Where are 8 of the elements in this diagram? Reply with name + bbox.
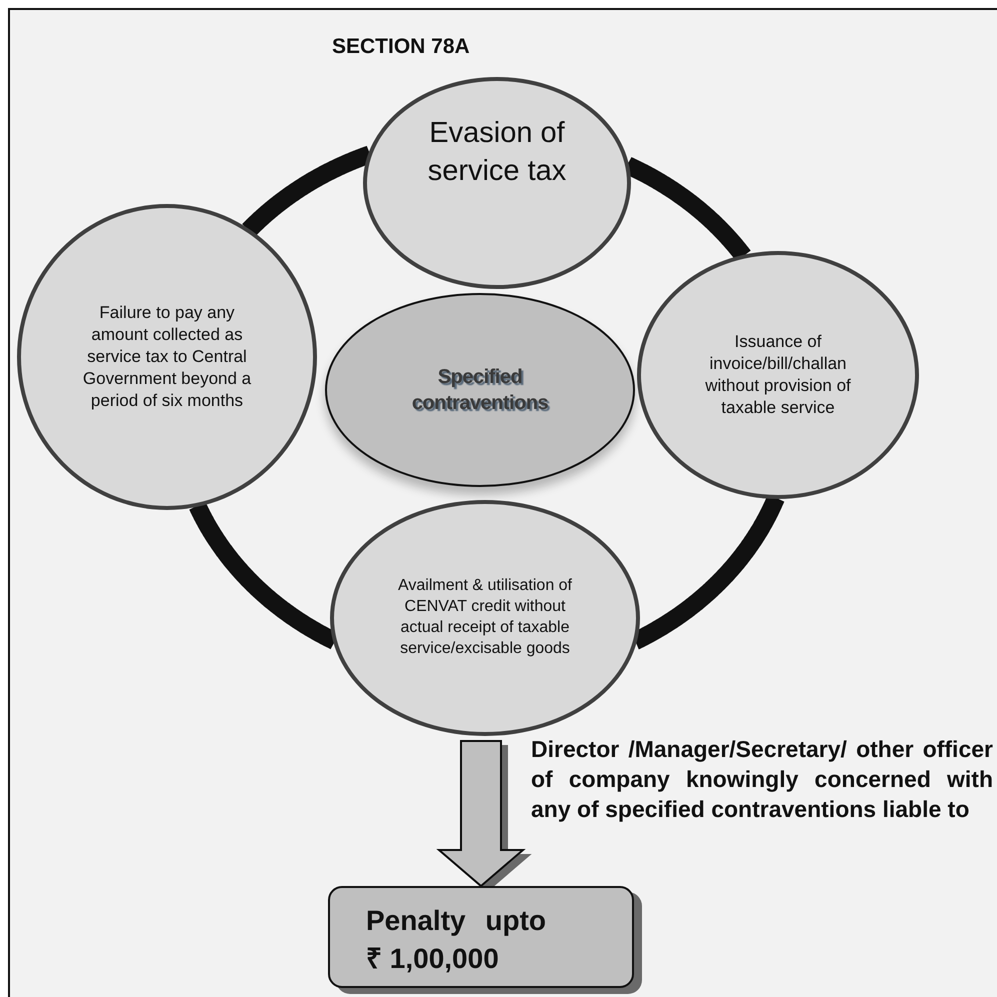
title: SECTION 78A [332, 35, 470, 59]
node-text: Specified contraventions [410, 365, 550, 416]
node-text: Failure to pay any amount collected as service tax to Central Government beyond a period of six months [82, 302, 252, 412]
node-text: Issuance of invoice/bill/challan without provision of taxable service [704, 330, 852, 420]
node-text: Availment & utilisation of CENVAT credit without actual receipt of taxable service/excisable goods [396, 576, 573, 659]
block-arrow [436, 740, 526, 888]
penalty-text: Penalty upto ₹ 1,00,000 [366, 904, 546, 976]
node-text: Evasion of service tax [426, 116, 568, 189]
